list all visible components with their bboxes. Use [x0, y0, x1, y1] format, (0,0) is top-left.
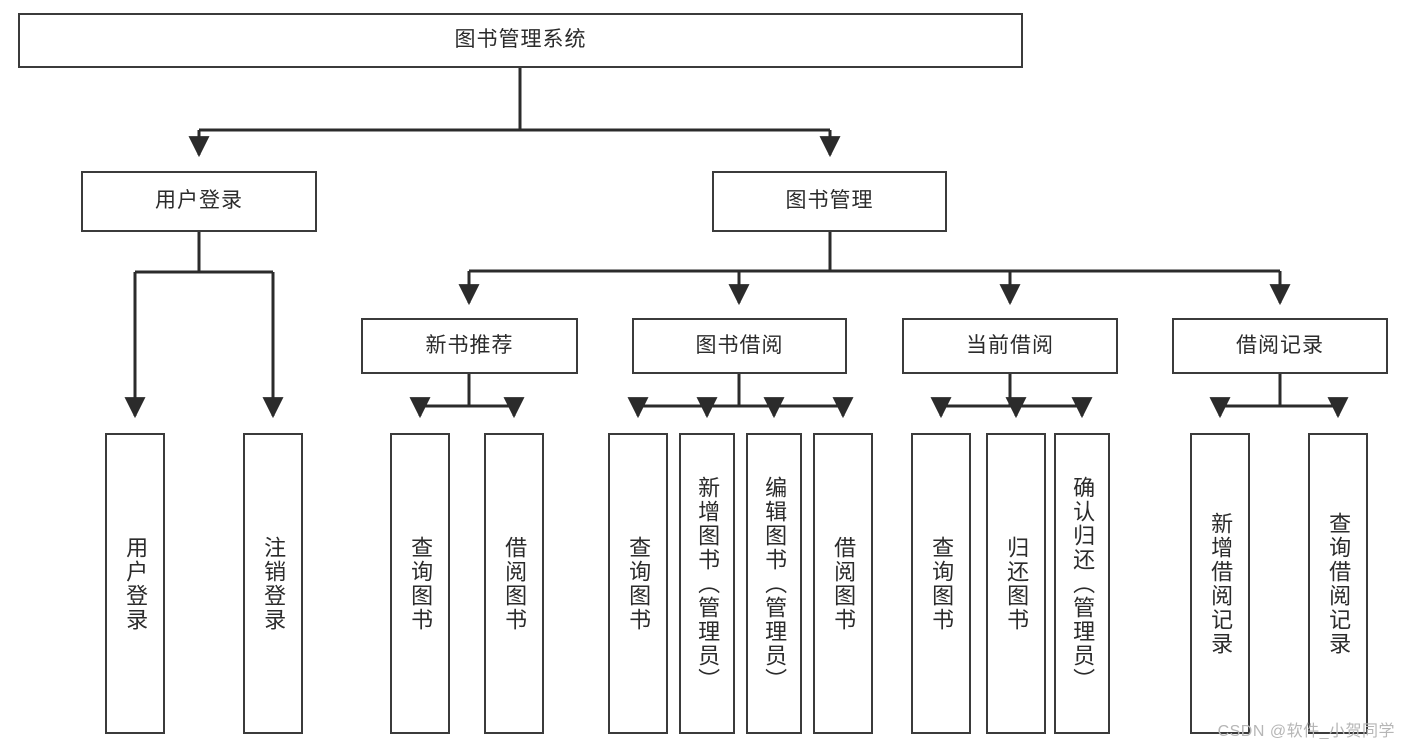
node-leaf-confirm-return[interactable]: 确认归还（管理员）	[1054, 433, 1110, 734]
node-leaf-borrow-book-1[interactable]: 借阅图书	[484, 433, 544, 734]
node-leaf-edit-book-label: 编辑图书（管理员）	[762, 475, 788, 692]
node-borrow-record[interactable]: 借阅记录	[1172, 318, 1388, 374]
node-leaf-add-record[interactable]: 新增借阅记录	[1190, 433, 1250, 734]
node-leaf-add-record-label: 新增借阅记录	[1208, 511, 1234, 656]
node-leaf-borrow-book-1-label: 借阅图书	[502, 535, 528, 632]
node-leaf-query-book-3-label: 查询图书	[929, 535, 955, 632]
node-leaf-query-record-label: 查询借阅记录	[1326, 511, 1352, 656]
node-leaf-user-login-label: 用户登录	[123, 535, 149, 632]
node-new-book-recommend[interactable]: 新书推荐	[361, 318, 578, 374]
node-leaf-edit-book[interactable]: 编辑图书（管理员）	[746, 433, 802, 734]
node-user-login[interactable]: 用户登录	[81, 171, 317, 232]
node-root-label: 图书管理系统	[454, 28, 587, 52]
node-leaf-return-book[interactable]: 归还图书	[986, 433, 1046, 734]
node-leaf-logout[interactable]: 注销登录	[243, 433, 303, 734]
node-new-book-recommend-label: 新书推荐	[425, 333, 514, 357]
node-book-manage-label: 图书管理	[785, 189, 874, 213]
node-book-borrow[interactable]: 图书借阅	[632, 318, 847, 374]
node-current-borrow[interactable]: 当前借阅	[902, 318, 1118, 374]
watermark-text: CSDN @软件_小贺同学	[1217, 723, 1395, 740]
node-leaf-add-book-label: 新增图书（管理员）	[695, 475, 721, 692]
node-borrow-record-label: 借阅记录	[1236, 333, 1324, 357]
node-root[interactable]: 图书管理系统	[18, 13, 1023, 68]
node-leaf-confirm-return-label: 确认归还（管理员）	[1070, 475, 1096, 692]
node-book-manage[interactable]: 图书管理	[712, 171, 947, 232]
node-leaf-query-book-2[interactable]: 查询图书	[608, 433, 668, 734]
node-leaf-add-book[interactable]: 新增图书（管理员）	[679, 433, 735, 734]
node-book-borrow-label: 图书借阅	[695, 333, 784, 357]
node-leaf-borrow-book-2[interactable]: 借阅图书	[813, 433, 873, 734]
node-leaf-logout-label: 注销登录	[261, 535, 287, 632]
node-user-login-label: 用户登录	[155, 189, 243, 213]
node-leaf-borrow-book-2-label: 借阅图书	[831, 535, 857, 632]
node-leaf-user-login[interactable]: 用户登录	[105, 433, 165, 734]
node-leaf-query-book-2-label: 查询图书	[626, 535, 652, 632]
node-leaf-query-book-3[interactable]: 查询图书	[911, 433, 971, 734]
node-leaf-query-record[interactable]: 查询借阅记录	[1308, 433, 1368, 734]
node-current-borrow-label: 当前借阅	[966, 333, 1054, 357]
node-leaf-return-book-label: 归还图书	[1004, 535, 1030, 632]
node-leaf-query-book-1-label: 查询图书	[408, 535, 434, 632]
node-leaf-query-book-1[interactable]: 查询图书	[390, 433, 450, 734]
